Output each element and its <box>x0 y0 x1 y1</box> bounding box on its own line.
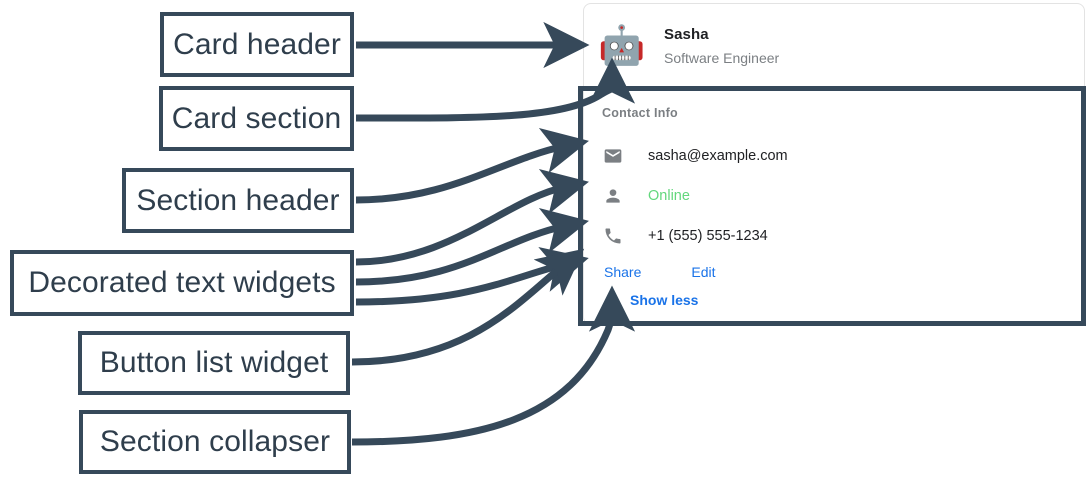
annotation-label-1: Card section <box>159 86 354 151</box>
edit-button[interactable]: Edit <box>691 264 716 280</box>
arrow-button-list <box>351 248 585 366</box>
arrow-section-collapser <box>351 285 636 446</box>
decorated-text-row-email: sasha@example.com <box>602 136 1084 176</box>
email-value: sasha@example.com <box>648 148 788 164</box>
decorated-text-row-status: Online <box>602 176 1084 216</box>
annotation-label-4: Button list widget <box>78 331 350 395</box>
card-header-text: Sasha Software Engineer <box>664 26 779 66</box>
share-button[interactable]: Share <box>604 264 642 280</box>
button-list-widget: Share Edit <box>604 264 1084 280</box>
card-section: Contact Info sasha@example.com Online <box>584 88 1084 310</box>
phone-icon <box>602 225 624 247</box>
phone-value: +1 (555) 555-1234 <box>648 228 768 244</box>
annotation-label-2: Section header <box>122 168 354 233</box>
arrow-decorated-text-3 <box>355 246 589 306</box>
card-subtitle: Software Engineer <box>664 49 780 66</box>
annotation-label-0: Card header <box>160 12 354 77</box>
robot-avatar-icon: 🤖 <box>598 24 646 67</box>
decorated-text-row-phone: +1 (555) 555-1234 <box>602 216 1084 256</box>
arrow-decorated-text-2 <box>355 207 589 286</box>
arrow-section-header <box>355 127 589 204</box>
card-header: 🤖 Sasha Software Engineer <box>584 4 1084 87</box>
annotation-label-5: Section collapser <box>79 410 351 474</box>
show-less-button[interactable]: Show less <box>630 292 699 308</box>
section-collapser: Show less <box>630 292 1084 310</box>
arrow-decorated-text-1 <box>355 169 589 266</box>
person-icon <box>602 185 624 207</box>
card-title: Sasha <box>664 25 709 43</box>
mail-icon <box>602 145 624 167</box>
annotation-label-3: Decorated text widgets <box>10 250 354 316</box>
arrow-card-section <box>355 57 636 122</box>
status-value: Online <box>648 188 690 204</box>
profile-card: 🤖 Sasha Software Engineer Contact Info s… <box>583 3 1085 325</box>
section-header: Contact Info <box>602 106 678 120</box>
